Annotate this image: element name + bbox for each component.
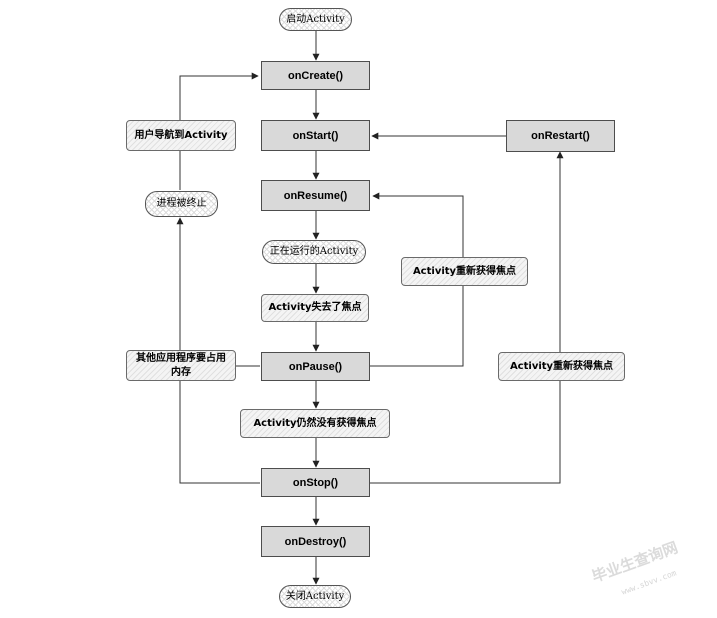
other-app-memory-label: 其他应用程序要占用内存 (126, 350, 236, 381)
arrow-onstop-to-onrestart (370, 151, 564, 484)
arrow-onstop-to-process-killed (176, 217, 260, 484)
arrow-process-killed-to-oncreate (179, 72, 259, 190)
process-killed-terminal: 进程被终止 (145, 191, 218, 217)
onresume-box: onResume() (261, 180, 370, 211)
still-no-focus-label: Activity仍然没有获得焦点 (240, 409, 390, 438)
user-navigates-label: 用户导航到Activity (126, 120, 236, 151)
onpause-box: onPause() (261, 352, 370, 381)
onstart-box: onStart() (261, 120, 370, 151)
onstop-box: onStop() (261, 468, 370, 497)
running-activity-terminal: 正在运行的Activity (262, 240, 366, 264)
regain-focus-stop-label: Activity重新获得焦点 (498, 352, 625, 381)
start-activity-terminal: 启动Activity (279, 8, 352, 31)
lost-focus-label: Activity失去了焦点 (261, 294, 369, 322)
ondestroy-box: onDestroy() (261, 526, 370, 557)
close-activity-terminal: 关闭Activity (279, 585, 351, 608)
regain-focus-pause-label: Activity重新获得焦点 (401, 257, 528, 286)
onrestart-box: onRestart() (506, 120, 615, 152)
oncreate-box: onCreate() (261, 61, 370, 90)
